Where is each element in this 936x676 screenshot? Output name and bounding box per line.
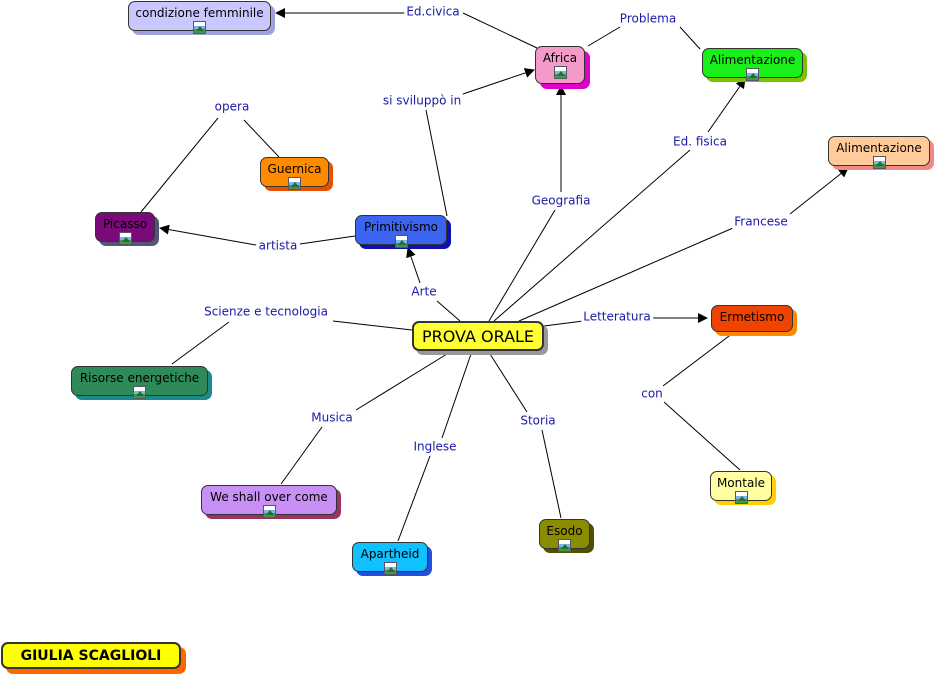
concept-apartheid[interactable]: Apartheid <box>352 542 428 575</box>
link-label-artista: artista <box>256 238 300 254</box>
image-icon[interactable] <box>133 386 146 399</box>
connector-line <box>518 227 734 322</box>
connector-line <box>171 321 230 365</box>
link-label-francese: Francese <box>732 214 790 230</box>
connector-line <box>663 401 741 471</box>
link-label-ed-fisica: Ed. fisica <box>671 134 729 150</box>
connector-line <box>140 117 219 213</box>
link-label-arte: Arte <box>409 284 439 300</box>
arrow-alim-green <box>707 78 746 133</box>
concept-label: Apartheid <box>360 547 420 561</box>
link-label-scienze: Scienze e tecnologia <box>202 304 330 320</box>
connector-line <box>441 353 472 439</box>
link-label-letteratura: Letteratura <box>581 309 653 325</box>
link-label-geografia: Geografia <box>529 193 593 209</box>
connector-line <box>436 300 461 322</box>
arrow-picasso <box>159 224 257 246</box>
concept-label: Esodo <box>546 524 583 538</box>
concept-risorse-energetiche[interactable]: Risorse energetiche <box>71 366 208 399</box>
concept-label: condizione femminile <box>135 6 264 20</box>
concept-label: Ermetismo <box>719 310 785 324</box>
link-label-con: con <box>639 386 665 402</box>
concept-montale[interactable]: Montale <box>710 471 772 504</box>
image-icon[interactable] <box>394 235 408 248</box>
link-label-problema: Problema <box>617 11 679 27</box>
connector-line <box>489 353 528 413</box>
connector-line <box>462 12 538 49</box>
concept-guernica[interactable]: Guernica <box>260 157 329 190</box>
connector-line <box>679 26 701 50</box>
concept-label: Guernica <box>267 162 322 176</box>
concept-primitivismo[interactable]: Primitivismo <box>355 215 447 248</box>
concept-label: Africa <box>542 51 578 65</box>
image-icon[interactable] <box>746 68 759 81</box>
arrow-africa <box>459 68 535 96</box>
concept-label: Alimentazione <box>709 53 796 67</box>
concept-label: Alimentazione <box>836 141 922 155</box>
connector-line <box>280 426 323 485</box>
concept-label: Picasso <box>102 217 148 231</box>
image-icon[interactable] <box>558 539 571 552</box>
link-label-si-sviluppo: si sviluppò in <box>380 93 464 109</box>
concept-label: Risorse energetiche <box>79 371 200 385</box>
concept-label: We shall over come <box>210 490 328 504</box>
concept-alimentazione-green[interactable]: Alimentazione <box>702 48 803 81</box>
concept-alimentazione-peach[interactable]: Alimentazione <box>828 136 930 169</box>
image-icon[interactable] <box>262 505 276 518</box>
concept-esodo[interactable]: Esodo <box>539 519 590 552</box>
author-name-box: GIULIA SCAGLIOLI <box>1 642 181 669</box>
concept-label: Primitivismo <box>363 220 439 234</box>
connector-line <box>425 109 448 217</box>
connector-line <box>662 332 734 387</box>
connector-line <box>397 455 431 542</box>
image-icon[interactable] <box>553 66 567 79</box>
link-label-opera: opera <box>212 99 252 115</box>
image-icon[interactable] <box>872 156 886 169</box>
image-icon[interactable] <box>193 21 206 34</box>
arrow-alim-peach <box>789 167 849 215</box>
author-name: GIULIA SCAGLIOLI <box>20 647 162 664</box>
image-icon[interactable] <box>288 177 301 190</box>
connector-line <box>493 149 691 322</box>
connector-line <box>543 320 584 327</box>
concept-africa[interactable]: Africa <box>535 46 585 84</box>
connector-line <box>355 353 448 411</box>
link-label-storia: Storia <box>518 413 558 429</box>
central-concept[interactable]: PROVA ORALE <box>412 321 544 351</box>
concept-label: Montale <box>716 476 766 490</box>
link-label-musica: Musica <box>309 410 355 426</box>
connector-line <box>587 26 621 47</box>
arrow-primitivismo <box>406 247 421 284</box>
connector-line <box>488 209 556 322</box>
concept-condizione-femminile[interactable]: condizione femminile <box>128 1 271 34</box>
central-concept-label: PROVA ORALE <box>421 326 535 346</box>
connector-line <box>299 235 356 245</box>
concept-picasso[interactable]: Picasso <box>95 212 155 245</box>
image-icon[interactable] <box>118 232 132 245</box>
connector-line <box>541 429 562 519</box>
connector-line <box>243 119 280 158</box>
concept-ermetismo[interactable]: Ermetismo <box>711 305 793 332</box>
concept-we-shall-over-come[interactable]: We shall over come <box>201 485 337 518</box>
link-label-ed-civica: Ed.civica <box>404 4 462 20</box>
link-label-inglese: Inglese <box>411 439 459 455</box>
image-icon[interactable] <box>734 491 748 504</box>
connector-line <box>332 320 413 331</box>
image-icon[interactable] <box>383 562 397 575</box>
